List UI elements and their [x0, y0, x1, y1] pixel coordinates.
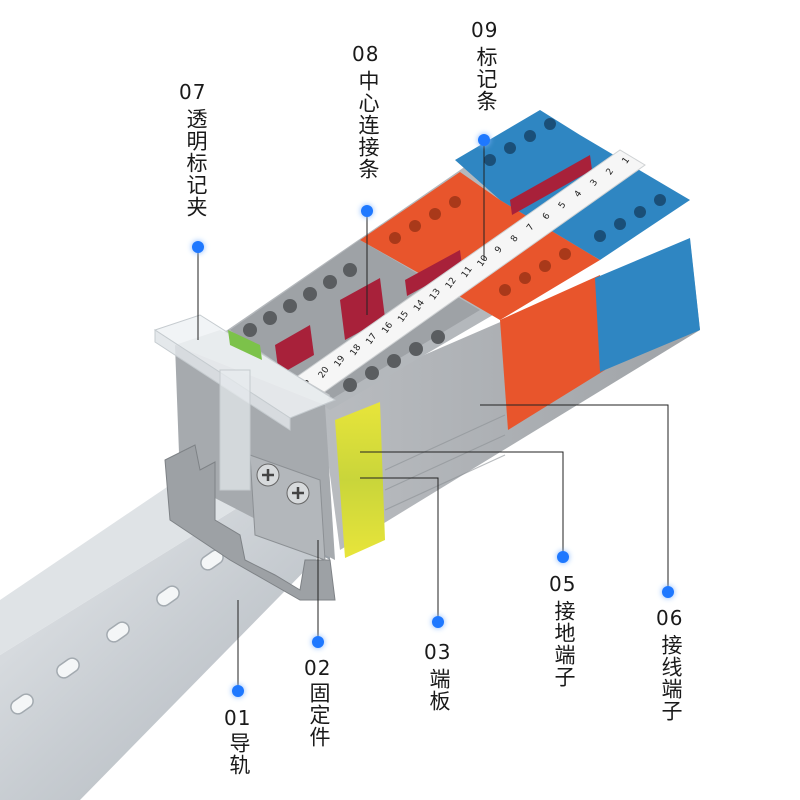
terminal-hole: [431, 330, 445, 344]
terminal-hole: [594, 230, 606, 242]
callout-05-label: 接地端子: [552, 600, 576, 688]
callout-06-number: 06: [656, 606, 684, 630]
rail-slot: [106, 621, 130, 643]
terminal-hole: [343, 378, 357, 392]
terminal-hole: [539, 260, 551, 272]
marker-number: 2: [605, 167, 616, 177]
terminal-body: 1234567891011121314151617181920P: [220, 110, 700, 558]
rail-slot: [10, 693, 34, 715]
terminal-hole: [343, 263, 357, 277]
callout-09-label: 标记条: [474, 46, 498, 112]
terminal-hole: [283, 299, 297, 313]
marker-number: 4: [573, 189, 585, 200]
marker-number: 1: [621, 156, 632, 166]
transparent-marker-clip: [153, 314, 337, 491]
callout-07-dot: [192, 241, 204, 253]
marker-number: 6: [541, 211, 553, 222]
marker-strip-numbers: 1234567891011121314151617181920P: [303, 156, 632, 389]
terminal-hole: [519, 272, 531, 284]
rail-slot: [156, 585, 180, 607]
leader-lines: [197, 140, 669, 690]
callout-03-number: 03: [424, 640, 452, 664]
callout-09-dot: [478, 134, 490, 146]
callout-07-label: 透明标记夹: [184, 108, 208, 218]
terminal-hole: [263, 311, 277, 325]
terminal-hole: [365, 366, 379, 380]
terminal-hole: [524, 130, 536, 142]
marker-number: 9: [493, 245, 505, 256]
callout-06-label: 接线端子: [659, 634, 683, 722]
terminal-hole: [449, 196, 461, 208]
callout-03-label: 端板: [427, 668, 451, 712]
terminal-hole: [614, 218, 626, 230]
marker-number: 3: [589, 178, 600, 188]
callout-02-dot: [312, 636, 324, 648]
terminal-hole: [387, 354, 401, 368]
callout-02-label: 固定件: [307, 682, 331, 748]
terminal-hole: [499, 284, 511, 296]
terminal-hole: [559, 248, 571, 260]
callout-01-number: 01: [224, 706, 252, 730]
callout-02-number: 02: [304, 656, 332, 680]
marker-number: 8: [509, 234, 521, 245]
terminal-hole: [243, 323, 257, 337]
callout-08-number: 08: [352, 42, 380, 66]
terminal-hole: [544, 118, 556, 130]
callout-05-number: 05: [549, 572, 577, 596]
callout-08-label: 中心连接条: [356, 70, 380, 180]
terminal-hole: [429, 208, 441, 220]
terminal-hole: [303, 287, 317, 301]
terminal-hole: [634, 206, 646, 218]
center-jumper-bars: [275, 155, 592, 375]
callout-03-dot: [432, 616, 444, 628]
callout-07-number: 07: [179, 80, 207, 104]
terminal-hole: [409, 220, 421, 232]
marker-number: 5: [557, 200, 568, 210]
callout-09-number: 09: [471, 18, 499, 42]
terminal-hole: [504, 142, 516, 154]
terminal-hole: [484, 154, 496, 166]
callout-01-dot: [232, 685, 244, 697]
callout-08-dot: [361, 205, 373, 217]
terminal-hole: [323, 275, 337, 289]
terminal-hole: [654, 194, 666, 206]
terminal-hole: [389, 232, 401, 244]
rail-slot: [56, 657, 80, 679]
terminal-hole: [409, 342, 423, 356]
callout-06-dot: [662, 586, 674, 598]
callout-01-label: 导轨: [227, 732, 251, 776]
fixing-bracket: [249, 454, 326, 561]
marker-number: 7: [525, 223, 536, 233]
callout-05-dot: [557, 551, 569, 563]
